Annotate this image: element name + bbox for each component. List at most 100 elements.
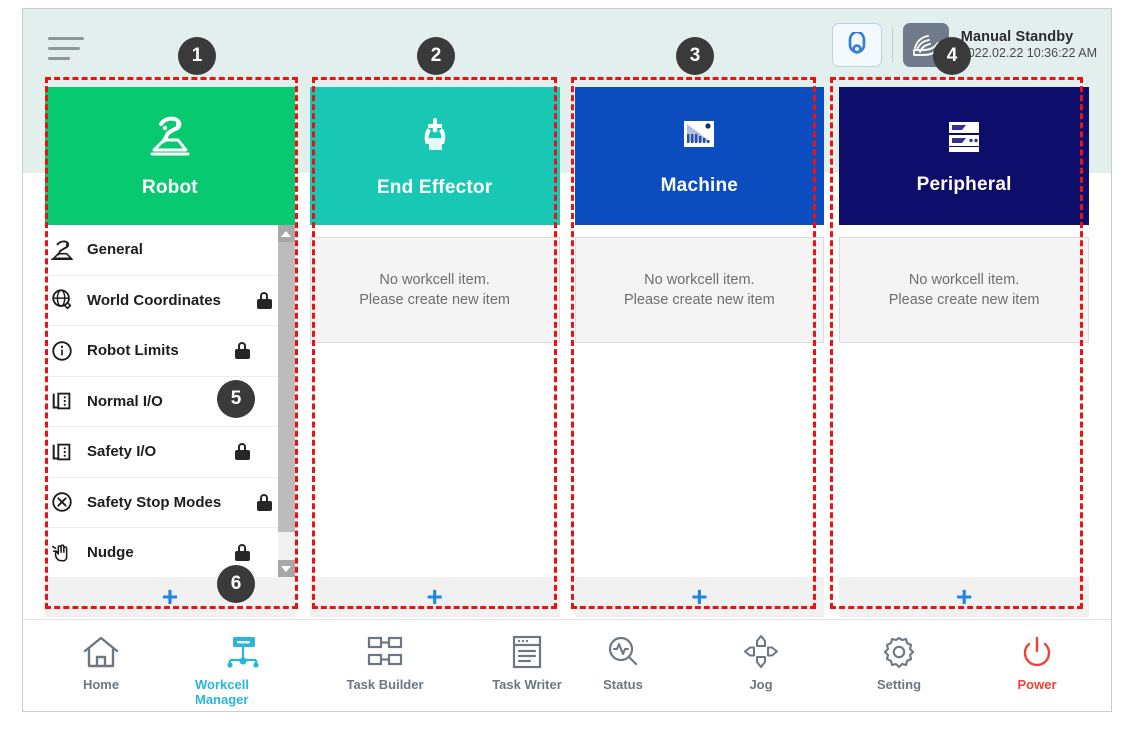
scroll-down-arrow-icon[interactable] <box>277 560 295 577</box>
empty-line-1: No workcell item. <box>379 272 490 288</box>
panel-peripheral-body: No workcell item. Please create new item <box>839 225 1089 577</box>
plus-icon: + <box>161 581 179 612</box>
list-item[interactable]: Robot Limits <box>45 326 278 377</box>
lock-icon <box>234 443 250 461</box>
list-item-label: Safety I/O <box>87 443 157 461</box>
list-item[interactable]: Nudge <box>45 528 278 577</box>
list-item-label: General <box>87 241 143 259</box>
workcell-manager-screen: Manual Standby 2022.02.22 10:36:22 AM <box>22 8 1112 712</box>
nav-item-power[interactable]: Power <box>989 630 1085 692</box>
empty-state: No workcell item. Please create new item <box>574 237 825 343</box>
panel-machine: Machine No workcell item. Please create … <box>574 87 825 617</box>
list-item[interactable]: Safety I/O <box>45 427 278 478</box>
lock-icon <box>256 291 272 309</box>
nav-label: Jog <box>749 677 773 692</box>
add-peripheral-item-button[interactable]: + <box>839 577 1089 617</box>
nav-label: Workcell Manager <box>195 677 249 707</box>
empty-line-1: No workcell item. <box>644 272 755 288</box>
stop-octagon-icon <box>49 489 75 515</box>
plus-icon: + <box>691 581 708 612</box>
nav-item-status[interactable]: Status <box>575 630 671 692</box>
list-item[interactable]: Safety Stop Modes <box>45 478 278 528</box>
workcell-manager-icon <box>222 630 264 670</box>
task-builder-icon <box>364 630 406 670</box>
panel-title: End Effector <box>376 176 493 198</box>
nav-label: Task Builder <box>346 677 424 692</box>
hamburger-line <box>48 37 84 40</box>
add-machine-item-button[interactable]: + <box>574 577 825 617</box>
nav-label: Task Writer <box>492 677 562 692</box>
plus-icon: + <box>955 581 973 612</box>
hand-nudge-icon <box>49 540 75 566</box>
io-port-icon <box>49 388 75 414</box>
nav-item-task-builder[interactable]: Task Builder <box>337 630 433 707</box>
nav-label: Status <box>603 677 643 692</box>
panel-peripheral: Peripheral No workcell item. Please crea… <box>839 87 1089 617</box>
panel-peripheral-header[interactable]: Peripheral <box>839 87 1089 225</box>
globe-coordinates-icon <box>49 287 75 313</box>
machine-icon <box>676 116 722 163</box>
annotation-badge-6: 6 <box>217 565 255 603</box>
scroll-up-arrow-icon[interactable] <box>277 225 295 242</box>
list-item[interactable]: Normal I/O <box>45 377 278 427</box>
panel-end-effector-header[interactable]: End Effector <box>309 87 560 225</box>
task-writer-icon <box>508 630 546 670</box>
empty-state: No workcell item. Please create new item <box>839 237 1089 343</box>
status-magnifier-icon <box>604 630 642 670</box>
list-item[interactable]: General <box>45 225 278 276</box>
panel-title: Peripheral <box>916 173 1012 195</box>
gear-icon <box>880 630 918 670</box>
home-icon <box>81 630 121 670</box>
robot-arm-icon <box>49 237 75 263</box>
hamburger-menu-icon[interactable] <box>48 37 84 63</box>
lock-icon <box>234 544 250 562</box>
list-item-label: World Coordinates <box>87 291 221 309</box>
nav-label: Power <box>1017 677 1057 692</box>
annotation-badge-5: 5 <box>217 380 255 418</box>
empty-line-2: Please create new item <box>359 292 510 308</box>
panel-machine-body: No workcell item. Please create new item <box>574 225 825 577</box>
nav-item-workcell-manager[interactable]: Workcell Manager <box>195 630 291 707</box>
list-item-label: Nudge <box>87 544 134 562</box>
bottom-navigation: Home Workcell Manage <box>23 619 1111 711</box>
empty-line-2: Please create new item <box>624 292 775 308</box>
add-end-effector-item-button[interactable]: + <box>309 577 560 617</box>
list-scrollbar[interactable] <box>277 225 295 577</box>
empty-line-2: Please create new item <box>888 292 1040 308</box>
nav-label: Setting <box>876 677 922 692</box>
workcell-panels: Robot General <box>23 87 1111 617</box>
nav-item-setting[interactable]: Setting <box>851 630 947 692</box>
annotation-badge-1: 1 <box>178 37 216 75</box>
status-title: Manual Standby <box>960 29 1074 46</box>
io-port-icon <box>49 439 75 465</box>
robot-home-icon[interactable] <box>831 23 882 67</box>
list-item[interactable]: World Coordinates <box>45 276 278 326</box>
lock-icon <box>234 342 250 360</box>
nav-right-group: Status Jog <box>575 630 1085 692</box>
header-divider <box>891 28 893 62</box>
robot-home-glyph <box>848 32 866 54</box>
hamburger-line <box>48 57 70 60</box>
nav-item-home[interactable]: Home <box>53 630 149 707</box>
hamburger-line <box>48 47 80 50</box>
panel-title: Machine <box>660 174 739 196</box>
panel-title: Robot <box>141 176 198 198</box>
empty-line-1: No workcell item. <box>908 272 1020 288</box>
annotation-badge-3: 3 <box>676 37 714 75</box>
scrollbar-thumb[interactable] <box>277 242 295 532</box>
add-robot-item-button[interactable]: + <box>45 577 295 617</box>
annotation-badge-4: 4 <box>933 37 971 75</box>
plus-icon: + <box>426 581 443 612</box>
status-timestamp: 2022.02.22 10:36:22 AM <box>960 46 1097 61</box>
empty-state: No workcell item. Please create new item <box>309 237 560 343</box>
robot-settings-list: General World Coordinates <box>45 225 295 577</box>
panel-robot-header[interactable]: Robot <box>45 87 295 225</box>
nav-item-task-writer[interactable]: Task Writer <box>479 630 575 707</box>
header-status-group: Manual Standby 2022.02.22 10:36:22 AM <box>831 23 1097 67</box>
panel-end-effector: End Effector No workcell item. Please cr… <box>309 87 560 617</box>
nav-item-jog[interactable]: Jog <box>713 630 809 692</box>
robot-arm-icon <box>144 114 196 165</box>
panel-machine-header[interactable]: Machine <box>574 87 825 225</box>
panel-robot-body: General World Coordinates <box>45 225 295 577</box>
nav-label: Home <box>82 677 120 692</box>
